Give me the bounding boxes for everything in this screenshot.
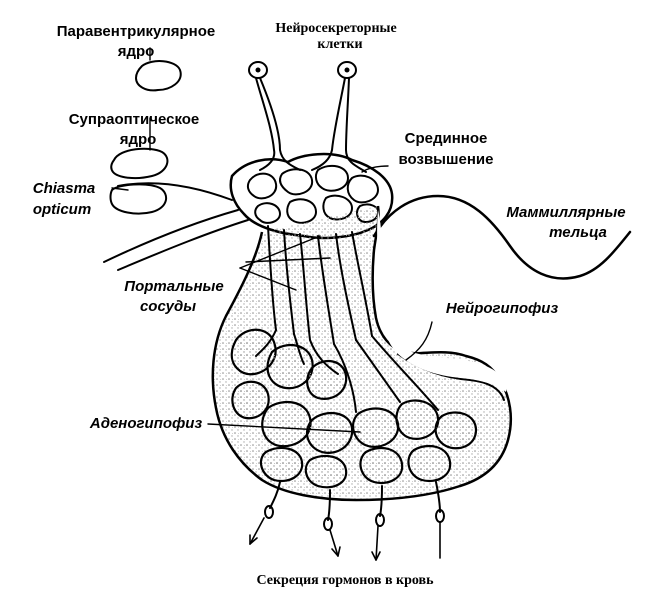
label-chiasma-line1: Chiasma bbox=[33, 180, 96, 197]
mammillary-body-line bbox=[372, 194, 632, 280]
median-eminence-shape bbox=[229, 152, 394, 240]
label-mammillary-line1: Маммиллярные bbox=[506, 204, 625, 221]
secondary-capillary-network bbox=[230, 328, 478, 489]
label-secretion: Секреция гормонов в кровь bbox=[256, 573, 434, 588]
label-median-eminence-line1: Срединное bbox=[405, 130, 488, 147]
neurohypophysis-region bbox=[377, 210, 507, 392]
label-supraoptic-line2: ядро bbox=[120, 131, 157, 148]
optic-chiasm-shape bbox=[109, 183, 168, 215]
paraventricular-nucleus-shape bbox=[135, 60, 182, 92]
neurosecretory-cell-left bbox=[248, 61, 301, 171]
secretion-arrows bbox=[249, 517, 441, 561]
supraoptic-nucleus-shape bbox=[110, 147, 169, 180]
label-portal-line2: сосуды bbox=[140, 298, 196, 315]
label-supraoptic-line1: Супраоптическое bbox=[69, 111, 200, 128]
label-median-eminence-line2: возвышение bbox=[399, 151, 494, 168]
pointer-lines bbox=[111, 47, 433, 433]
label-portal-line1: Портальные bbox=[124, 278, 223, 295]
primary-capillary-loops bbox=[246, 164, 380, 224]
portal-vessels bbox=[267, 225, 373, 345]
portal-branches bbox=[255, 329, 439, 413]
hypothalamus-floor-line bbox=[117, 182, 233, 201]
optic-tract-line-2 bbox=[117, 219, 249, 271]
label-neurohypophysis: Нейрогипофиз bbox=[446, 300, 559, 317]
optic-tract-line-1 bbox=[103, 209, 239, 263]
label-paraventricular-line2: ядро bbox=[118, 43, 155, 60]
label-chiasma-line2: opticum bbox=[33, 201, 91, 218]
label-adenohypophysis: Аденогипофиз bbox=[89, 415, 203, 432]
neurosecretory-cell-right bbox=[311, 61, 367, 173]
label-neurosecretory-line1: Нейросекреторные bbox=[275, 21, 396, 36]
label-paraventricular-line1: Паравентрикулярное bbox=[57, 23, 215, 40]
label-neurosecretory-line2: клетки bbox=[317, 37, 362, 52]
label-mammillary-line2: тельца bbox=[549, 224, 607, 241]
